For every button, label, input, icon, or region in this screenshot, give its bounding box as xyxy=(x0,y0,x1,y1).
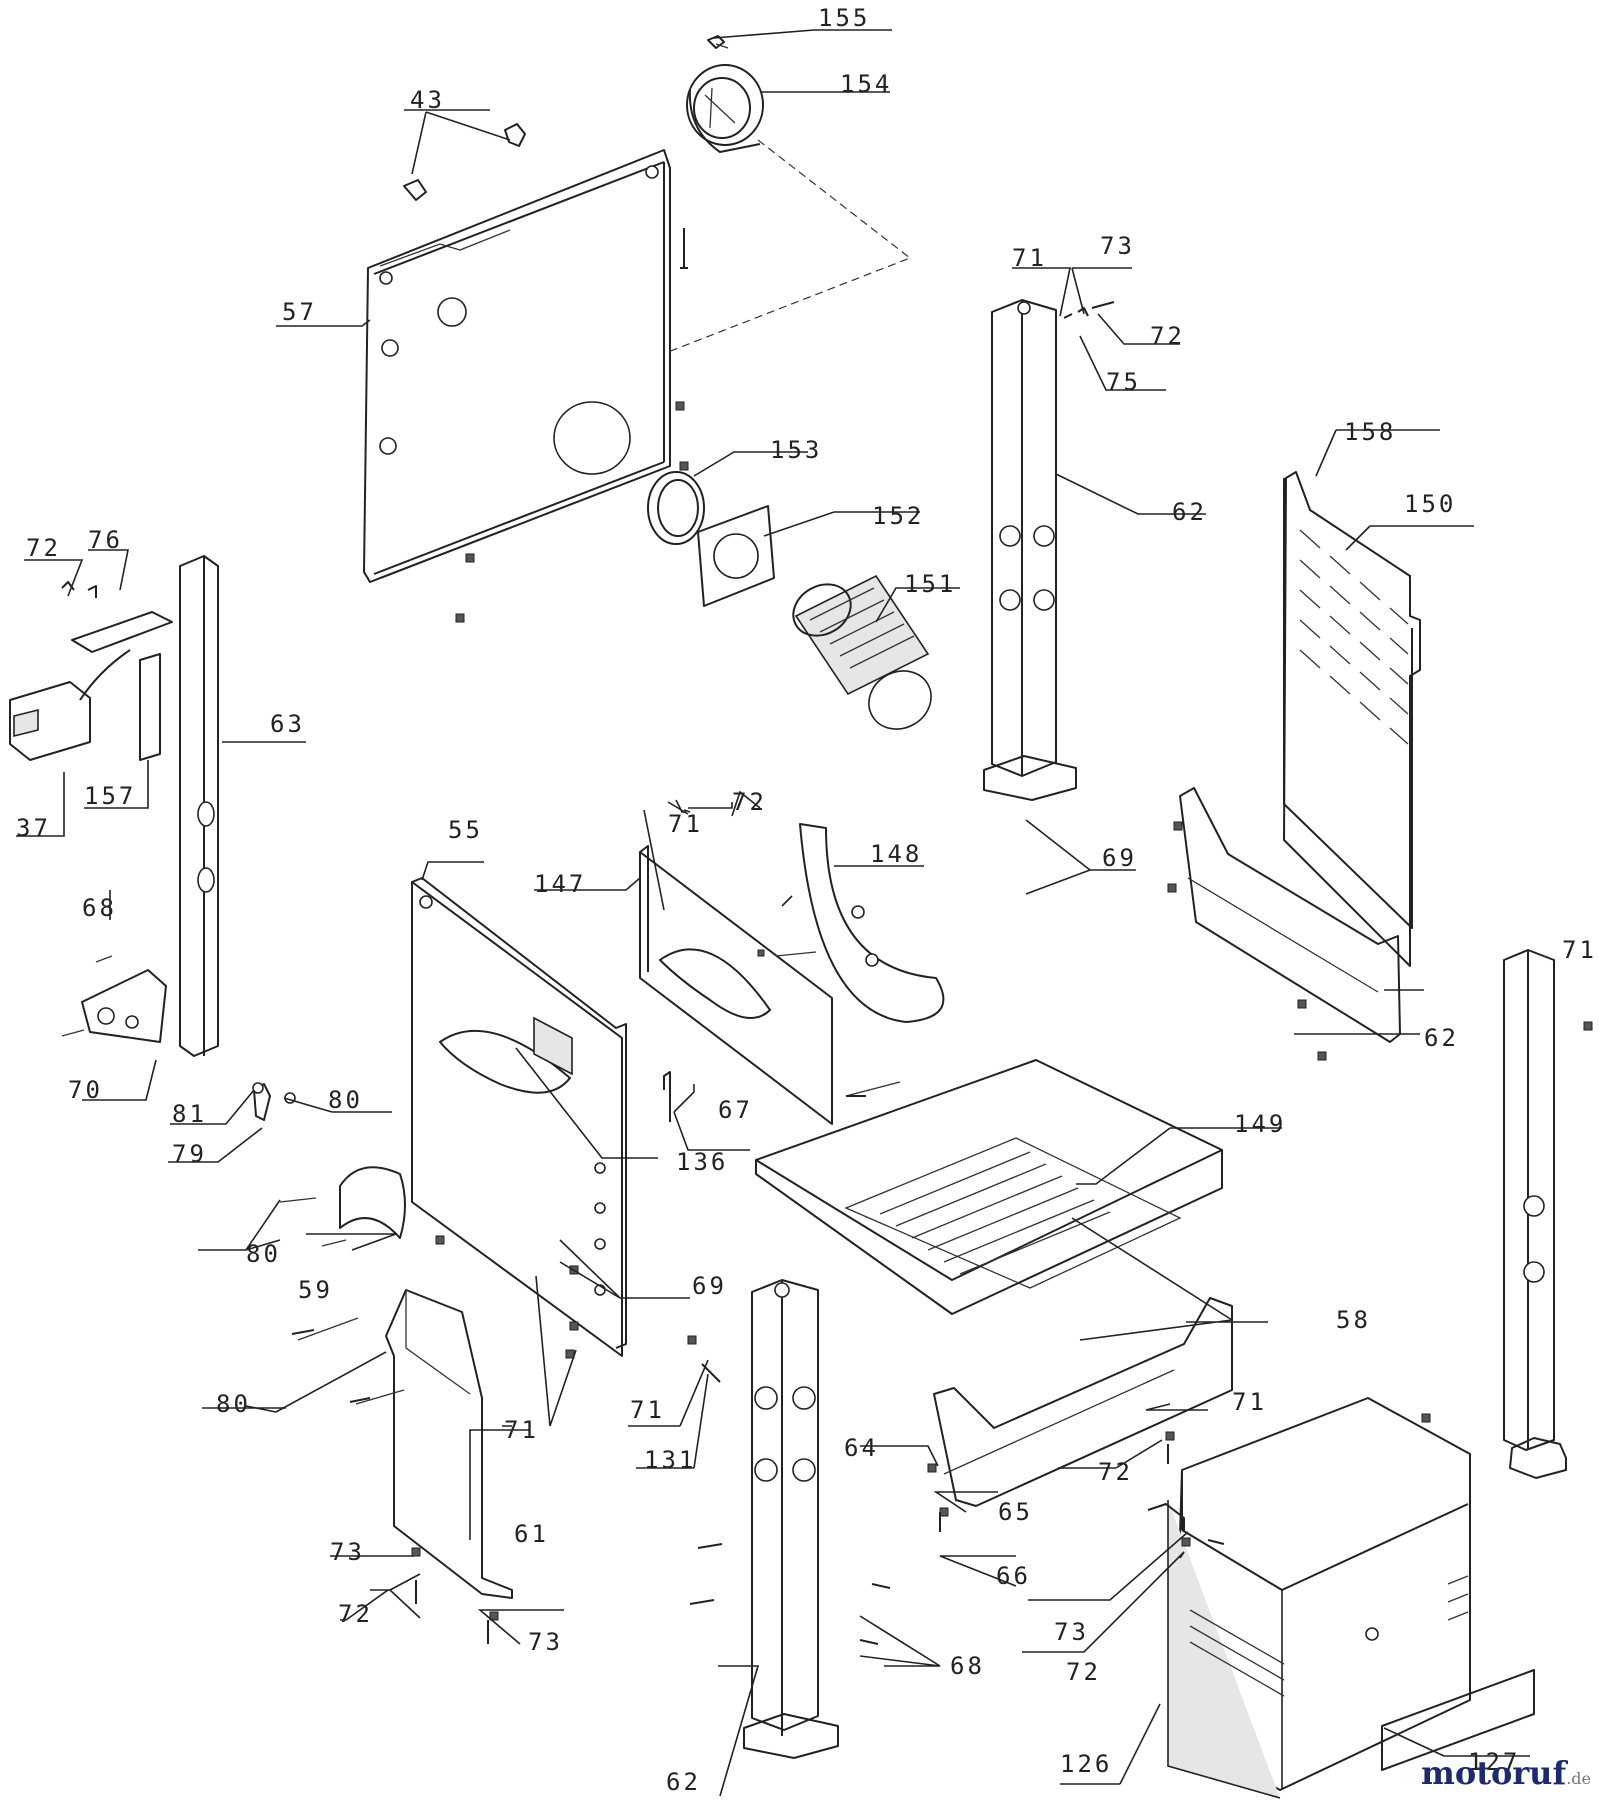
part-62-column-right xyxy=(1503,949,1593,1479)
callout-68-left: 68 xyxy=(82,894,117,922)
callout-152: 152 xyxy=(872,502,924,530)
callout-155: 155 xyxy=(818,4,870,32)
leader-lines xyxy=(16,29,1530,1797)
callout-61: 61 xyxy=(514,1520,549,1548)
part-149-ash-tray xyxy=(755,1059,1223,1315)
callout-66: 66 xyxy=(996,1562,1031,1590)
callout-43: 43 xyxy=(410,86,445,114)
part-70-foot-bracket xyxy=(61,955,167,1043)
callout-73-box: 73 xyxy=(1054,1618,1089,1646)
callout-73-bottom: 73 xyxy=(528,1628,563,1656)
part-151-flex-hose xyxy=(792,574,932,730)
callout-131: 131 xyxy=(644,1446,696,1474)
part-57-rear-panel xyxy=(363,149,689,623)
callout-72-top: 72 xyxy=(1150,322,1185,350)
callout-67: 67 xyxy=(718,1096,753,1124)
part-59-cover xyxy=(279,1166,406,1247)
part-154-flue-collar xyxy=(686,64,764,153)
callout-150: 150 xyxy=(1404,490,1456,518)
callout-127: 127 xyxy=(1468,1748,1520,1776)
callout-72-low: 72 xyxy=(338,1600,373,1628)
callout-80-top: 80 xyxy=(328,1086,363,1114)
callout-57: 57 xyxy=(282,298,317,326)
callout-63: 63 xyxy=(270,710,305,738)
watermark-tld: .de xyxy=(1566,1769,1591,1788)
callout-70: 70 xyxy=(68,1076,103,1104)
part-55-side-panel xyxy=(411,877,671,1359)
callout-72-left: 72 xyxy=(26,534,61,562)
part-131-rod xyxy=(687,1335,721,1383)
callout-58: 58 xyxy=(1336,1306,1371,1334)
callout-71-right: 71 xyxy=(1562,936,1597,964)
callout-71-low: 71 xyxy=(504,1416,539,1444)
part-148-arc-strip xyxy=(799,823,945,1023)
callout-157: 157 xyxy=(84,782,136,810)
callout-158: 158 xyxy=(1344,418,1396,446)
callout-71-mid: 71 xyxy=(668,810,703,838)
part-150-grille xyxy=(1283,471,1421,967)
callout-151: 151 xyxy=(904,570,956,598)
part-62-column-rear xyxy=(983,299,1077,801)
part-153-gasket xyxy=(647,471,705,545)
callout-69-mid: 69 xyxy=(692,1272,727,1300)
callout-73-low: 73 xyxy=(330,1538,365,1566)
callout-79: 79 xyxy=(172,1140,207,1168)
part-63-column-left xyxy=(179,555,219,1057)
part-127-label xyxy=(1381,1669,1535,1771)
callout-136: 136 xyxy=(676,1148,728,1176)
callout-55: 55 xyxy=(448,816,483,844)
callout-148: 148 xyxy=(870,840,922,868)
callout-154: 154 xyxy=(840,70,892,98)
callout-81: 81 xyxy=(172,1100,207,1128)
callout-72-box: 72 xyxy=(1066,1658,1101,1686)
part-157-bracket xyxy=(61,581,173,761)
callout-73-top: 73 xyxy=(1100,232,1135,260)
callout-147: 147 xyxy=(534,870,586,898)
watermark-logo: motoruf.de xyxy=(1421,1754,1591,1792)
callout-71-top: 71 xyxy=(1012,244,1047,272)
callout-62-right: 62 xyxy=(1424,1024,1459,1052)
callout-labels: 155 154 43 57 71 73 72 75 62 153 158 150… xyxy=(16,4,1597,1796)
callout-71-lower: 71 xyxy=(1232,1388,1267,1416)
callout-71-center: 71 xyxy=(630,1396,665,1424)
part-147-inner-panel xyxy=(639,845,901,1125)
callout-68-bottom: 68 xyxy=(950,1652,985,1680)
callout-65: 65 xyxy=(998,1498,1033,1526)
callout-153: 153 xyxy=(770,436,822,464)
callout-62-rear: 62 xyxy=(1172,498,1207,526)
callout-80-mid: 80 xyxy=(246,1240,281,1268)
callout-64: 64 xyxy=(844,1434,879,1462)
callout-75: 75 xyxy=(1106,368,1141,396)
callout-80-low: 80 xyxy=(216,1390,251,1418)
part-79-80-81-fasteners xyxy=(252,1082,296,1121)
part-152-plate xyxy=(697,505,775,607)
callout-126: 126 xyxy=(1060,1750,1112,1778)
callout-62-front: 62 xyxy=(666,1768,701,1796)
callout-76: 76 xyxy=(88,526,123,554)
part-37-switch xyxy=(9,649,131,761)
callout-149: 149 xyxy=(1234,1110,1286,1138)
part-43-clips xyxy=(403,123,526,201)
part-58-bracket-lower xyxy=(927,1297,1233,1517)
part-58-bracket-upper xyxy=(1167,787,1401,1061)
part-61-lower-panel xyxy=(297,1289,513,1621)
callout-37: 37 xyxy=(16,814,51,842)
callout-69-right: 69 xyxy=(1102,844,1137,872)
part-71-73-72-75-hardware xyxy=(1063,301,1115,319)
watermark-name: motoruf xyxy=(1420,1754,1567,1792)
part-126-base-box xyxy=(1147,1397,1471,1799)
loose-screws xyxy=(291,1095,1225,1645)
callout-59: 59 xyxy=(298,1276,333,1304)
callout-72-center: 72 xyxy=(1098,1458,1133,1486)
part-62-column-front xyxy=(743,1279,839,1759)
callout-72-mid: 72 xyxy=(732,788,767,816)
